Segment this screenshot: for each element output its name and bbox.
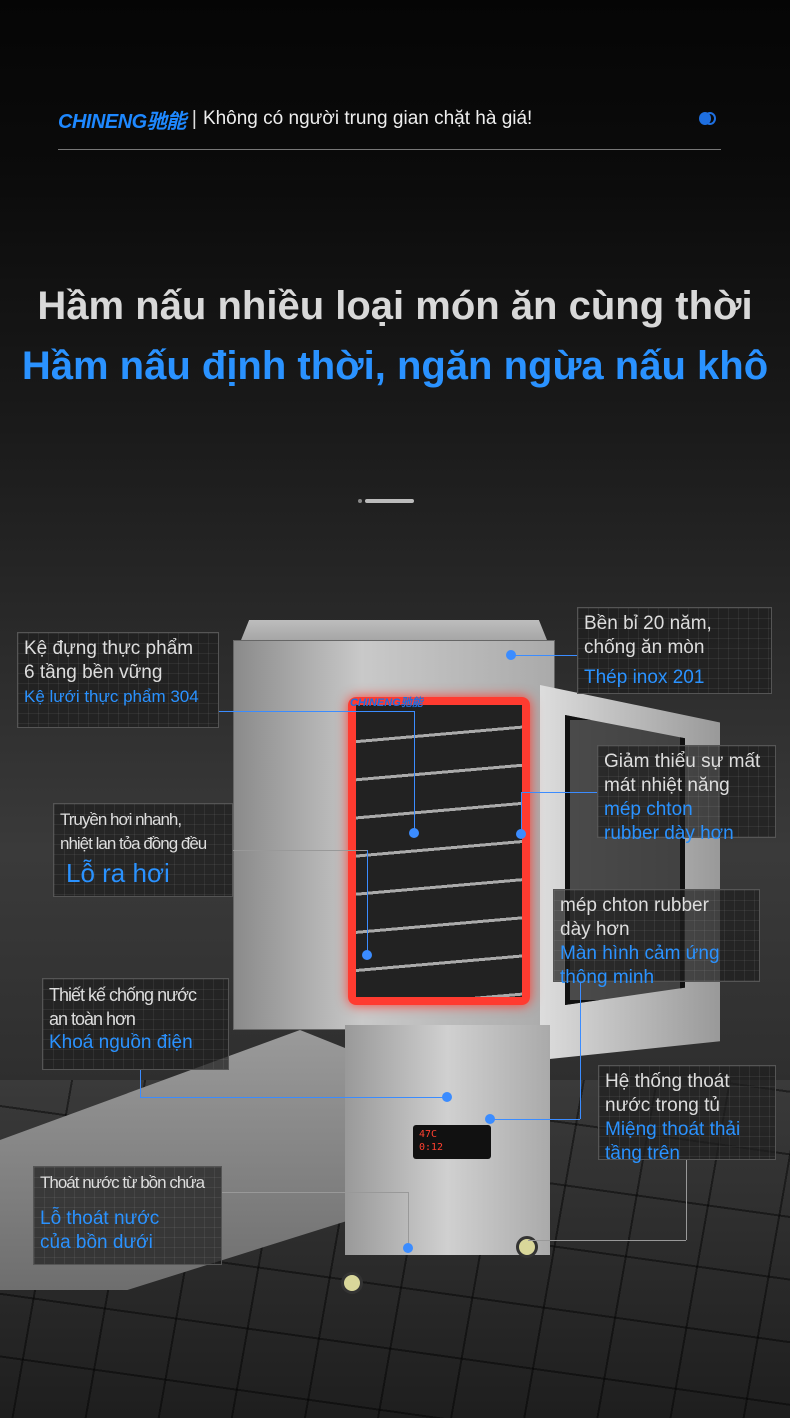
leader-line bbox=[490, 1119, 580, 1120]
marker-dot bbox=[442, 1092, 452, 1102]
leader-line bbox=[222, 1192, 408, 1193]
leader-line bbox=[511, 655, 577, 656]
callout-feature: Lỗ thoát nước của bồn dưới bbox=[40, 1208, 160, 1253]
headline: Hầm nấu nhiều loại món ăn cùng thời bbox=[37, 284, 753, 328]
marker-dot bbox=[409, 828, 419, 838]
red-seal-window bbox=[348, 697, 530, 1005]
callout-desc: Thoát nước từ bồn chứa bbox=[40, 1173, 205, 1192]
callout-desc: Hệ thống thoát nước trong tủ bbox=[605, 1071, 730, 1116]
leader-line bbox=[521, 792, 597, 793]
separator: | bbox=[191, 107, 197, 130]
wheel bbox=[341, 1272, 363, 1294]
leader-line bbox=[580, 982, 581, 1119]
callout-feature: mép chton rubber dày hơn bbox=[604, 799, 734, 844]
callout-feature: Kệ lưới thực phẩm 304 bbox=[24, 687, 199, 706]
callout-drain-lower: Thoát nước từ bồn chứa Lỗ thoát nước của… bbox=[33, 1166, 222, 1265]
marker-dot bbox=[506, 650, 516, 660]
carousel-indicator[interactable] bbox=[358, 499, 414, 503]
callout-desc: Truyền hơi nhanh, nhiệt lan tỏa đồng đều bbox=[60, 810, 207, 853]
slogan: Không có người trung gian chặt hà giá! bbox=[202, 108, 533, 129]
leader-line bbox=[686, 1160, 687, 1240]
toggle-icon[interactable] bbox=[699, 112, 717, 125]
marker-dot bbox=[485, 1114, 495, 1124]
callout-desc: Thiết kế chống nước an toàn hơn bbox=[49, 985, 197, 1029]
leader-line bbox=[140, 1070, 141, 1097]
callout-steam: Truyền hơi nhanh, nhiệt lan tỏa đồng đều… bbox=[53, 803, 233, 897]
leader-line bbox=[233, 850, 368, 851]
callout-desc: Bền bỉ 20 năm, chống ăn mòn bbox=[584, 613, 712, 658]
leader-line bbox=[408, 1192, 409, 1248]
callout-shelf: Kệ đựng thực phẩm 6 tầng bền vững Kệ lưới… bbox=[17, 632, 219, 728]
wheel bbox=[516, 1236, 538, 1258]
marker-dot bbox=[516, 829, 526, 839]
display-temp: 47C bbox=[419, 1129, 438, 1140]
leader-line bbox=[219, 711, 414, 712]
control-display: 47C 0:12 bbox=[413, 1125, 491, 1159]
leader-line bbox=[521, 792, 522, 834]
callout-feature: Màn hình cảm ứng thông minh bbox=[560, 943, 720, 988]
callout-desc: Kệ đựng thực phẩm 6 tầng bền vững bbox=[24, 638, 194, 683]
callout-desc: Giảm thiểu sự mất mát nhiệt năng bbox=[604, 751, 761, 796]
callout-seal: Giảm thiểu sự mất mát nhiệt năng mép cht… bbox=[597, 745, 776, 844]
marker-dot bbox=[362, 950, 372, 960]
leader-line bbox=[367, 850, 368, 955]
marker-dot bbox=[403, 1243, 413, 1253]
leader-line bbox=[140, 1097, 447, 1098]
callout-feature: Thép inox 201 bbox=[584, 667, 705, 688]
leader-line bbox=[414, 711, 415, 833]
callout-feature: Khoá nguồn điện bbox=[49, 1032, 193, 1053]
header-bar: CHINENG驰能 | Không có người trung gian ch… bbox=[58, 104, 721, 134]
callout-feature: Lỗ ra hơi bbox=[66, 858, 170, 888]
brand-logo: CHINENG驰能 bbox=[58, 110, 186, 133]
callout-desc: mép chton rubber dày hơn bbox=[560, 895, 709, 940]
display-time: 0:12 bbox=[419, 1142, 444, 1153]
subheadline: Hầm nấu định thời, ngăn ngừa nấu khô bbox=[21, 344, 769, 388]
callout-feature: Miệng thoát thải tầng trên bbox=[605, 1119, 741, 1164]
cabinet-brand: CHINENG驰能 bbox=[350, 697, 423, 709]
leader-line bbox=[528, 1240, 686, 1241]
divider bbox=[58, 149, 721, 150]
